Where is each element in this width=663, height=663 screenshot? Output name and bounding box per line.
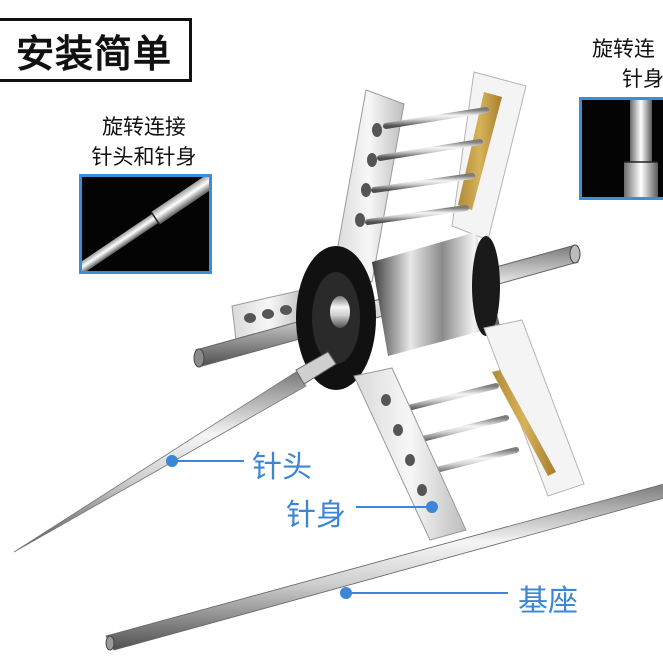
needle [13, 351, 337, 553]
label-needle-tip: 针头 [252, 450, 312, 485]
needle-body-closeup [582, 100, 663, 197]
inset-right-caption-line1: 旋转连 [592, 37, 655, 61]
lower-right-block [483, 319, 585, 497]
lower-plate [353, 367, 467, 541]
label-base: 基座 [518, 584, 578, 619]
inset-left-caption-line2: 针头和针身 [91, 145, 197, 169]
central-drum [296, 232, 500, 390]
inset-right-caption-line2: 针身 [622, 67, 663, 91]
inset-left-caption-line1: 旋转连接 [102, 115, 186, 139]
upper-left-plate [333, 89, 405, 283]
upper-right-block [451, 71, 527, 241]
inset-right-caption: 旋转连 针身 [592, 34, 663, 94]
inset-left-photo [79, 174, 212, 274]
inset-left-caption: 旋转连接 针头和针身 [64, 112, 224, 172]
base-callout-dot [340, 587, 352, 599]
base-rod [105, 483, 663, 651]
body-callout-dot [426, 501, 438, 513]
needle-connection-closeup [82, 177, 209, 271]
label-needle-body: 针身 [286, 498, 346, 533]
inset-right-photo [579, 97, 663, 200]
page-title: 安装简单 [0, 18, 192, 82]
tip-callout-dot [166, 455, 178, 467]
upper-rods [365, 107, 489, 225]
callout-lines [166, 455, 508, 599]
